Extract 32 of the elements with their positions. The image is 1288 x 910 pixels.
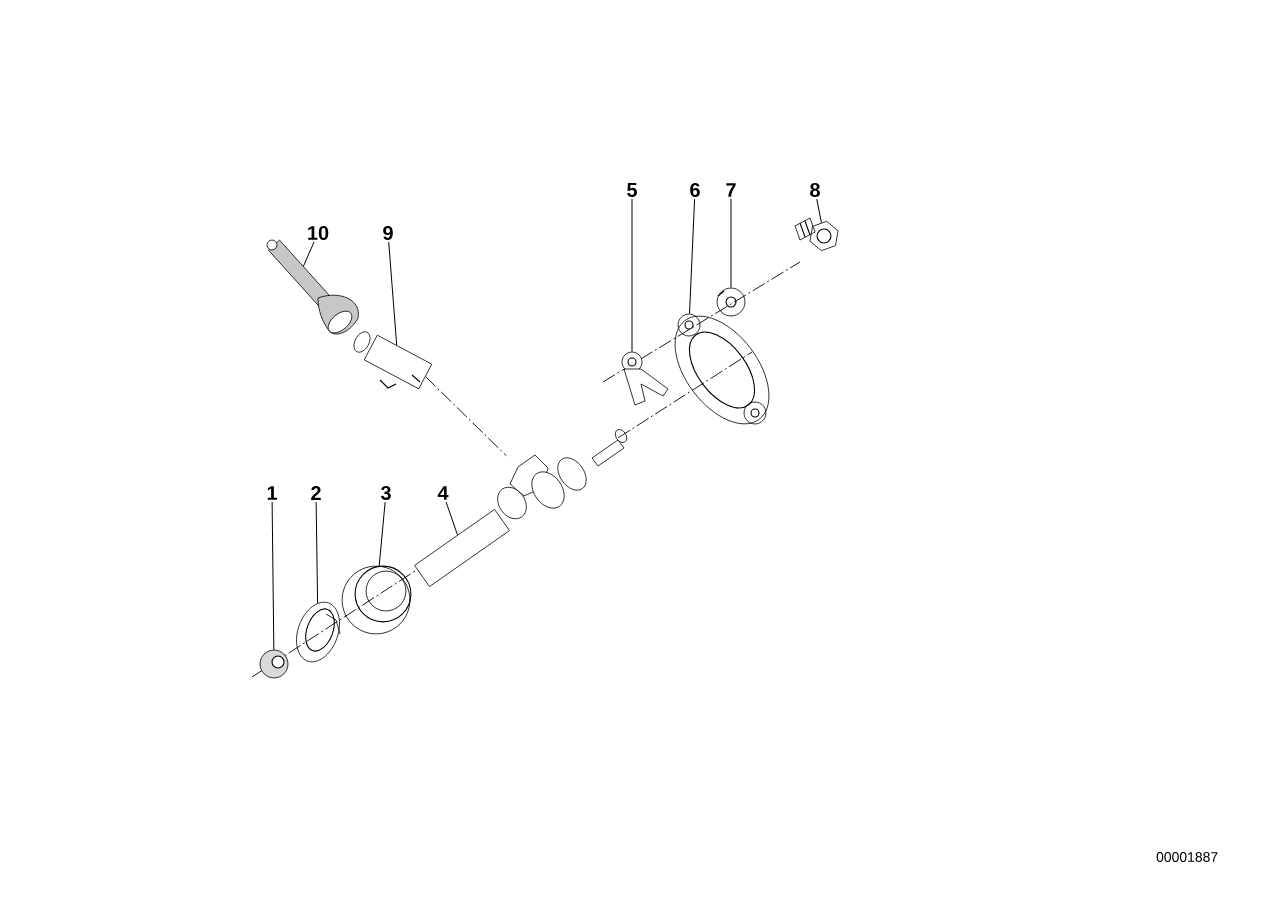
leader-line bbox=[378, 501, 386, 567]
washer-drawing bbox=[716, 287, 746, 317]
leader-line bbox=[631, 198, 633, 353]
callout-number: 7 bbox=[726, 183, 736, 197]
callout-number: 5 bbox=[627, 183, 637, 197]
callout-number: 9 bbox=[383, 225, 393, 241]
gasket-drawing bbox=[674, 313, 770, 425]
leader-line bbox=[315, 501, 319, 604]
leader-line bbox=[816, 198, 822, 224]
image-number: 00001887 bbox=[1156, 852, 1218, 862]
callout-number: 6 bbox=[690, 182, 700, 198]
leader-line bbox=[689, 198, 696, 315]
leader-line bbox=[303, 241, 315, 267]
leader-line bbox=[730, 198, 732, 289]
connector-drawing bbox=[353, 331, 433, 390]
leader-line bbox=[388, 241, 398, 346]
callout-number: 2 bbox=[311, 486, 321, 500]
leader-line bbox=[271, 501, 275, 651]
washer-drawing bbox=[259, 649, 289, 679]
center-line bbox=[425, 376, 507, 457]
callout-number: 10 bbox=[308, 225, 329, 241]
callout-number: 1 bbox=[267, 486, 277, 500]
center-line bbox=[617, 351, 753, 439]
boot-drawing bbox=[266, 239, 359, 335]
bolt-drawing bbox=[794, 217, 839, 252]
circlip-drawing bbox=[296, 601, 341, 663]
sensor-drawing bbox=[414, 429, 628, 587]
seal-ring-drawing bbox=[341, 565, 412, 635]
clip-drawing bbox=[621, 351, 669, 406]
callout-number: 3 bbox=[380, 485, 391, 501]
leader-line bbox=[445, 501, 458, 536]
callout-number: 8 bbox=[810, 182, 820, 198]
